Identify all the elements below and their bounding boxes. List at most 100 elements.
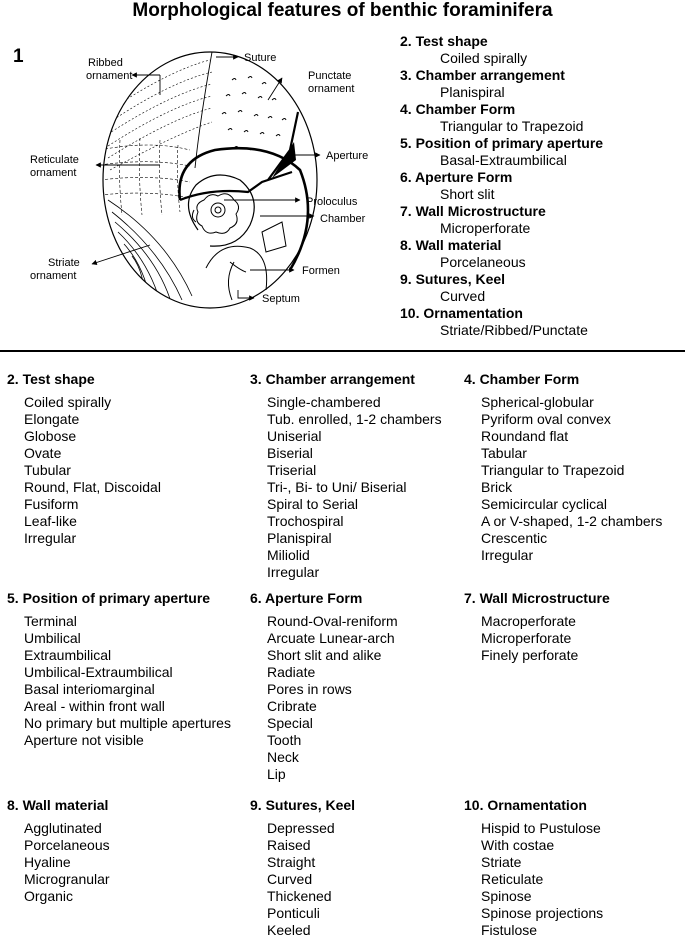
list-item: Tub. enrolled, 1-2 chambers <box>267 411 442 427</box>
category-heading: 3. Chamber arrangement <box>250 371 415 387</box>
proloculus-cluster <box>191 193 240 234</box>
last-chamber-wall <box>178 146 310 271</box>
aperture-fill <box>272 142 296 178</box>
list-item: Microgranular <box>24 871 110 887</box>
list-item: Pyriform oval convex <box>481 411 611 427</box>
list-item: Spinose <box>481 888 532 904</box>
label-formen: Formen <box>302 265 340 277</box>
label-ribbed-line1: Ribbed <box>88 57 123 69</box>
label-suture: Suture <box>244 52 276 64</box>
label-punctate-line1: Punctate <box>308 70 351 82</box>
category-heading: 7. Wall Microstructure <box>464 590 610 606</box>
list-item: Planispiral <box>267 530 332 546</box>
list-item: Spinose projections <box>481 905 604 921</box>
list-item: Aperture not visible <box>24 732 144 748</box>
chamber-tab <box>261 221 287 253</box>
list-item: Tabular <box>481 445 527 461</box>
label-striate-line2: ornament <box>30 270 76 282</box>
list-item: Semicircular cyclical <box>481 496 608 512</box>
list-item: Irregular <box>267 564 320 580</box>
list-item: No primary but multiple apertures <box>24 715 231 731</box>
category-aperture-position: 5. Position of primary aperture Terminal… <box>7 590 231 749</box>
list-item: Single-chambered <box>267 394 381 410</box>
list-item: Spiral to Serial <box>267 496 359 512</box>
septum-wall-2 <box>228 261 235 301</box>
section-divider <box>0 350 685 352</box>
list-item: Thickened <box>267 888 332 904</box>
list-item: Special <box>267 715 313 731</box>
list-item: Hyaline <box>24 854 71 870</box>
list-item: Umbilical <box>24 630 81 646</box>
list-item: Cribrate <box>267 698 317 714</box>
list-item: Basal interiomarginal <box>24 681 155 697</box>
category-heading: 2. Test shape <box>7 371 95 387</box>
ribbed-ornament-lines <box>107 59 213 171</box>
list-item: Finely perforate <box>481 647 579 663</box>
foraminifera-diagram: Ribbed ornament Suture Punctate ornament… <box>30 51 368 309</box>
list-item: Leaf-like <box>24 513 77 529</box>
chamber-suture-inner <box>179 170 293 202</box>
list-item: Agglutinated <box>24 820 102 836</box>
list-item: Ovate <box>24 445 62 461</box>
foramen-arc <box>229 261 247 273</box>
list-item: Areal - within front wall <box>24 698 165 714</box>
list-item: Miliolid <box>267 547 310 563</box>
list-item: Ponticuli <box>267 905 320 921</box>
figure-annotations <box>91 54 321 301</box>
label-chamber: Chamber <box>320 213 366 225</box>
label-septum: Septum <box>262 293 300 305</box>
category-heading: 6. Aperture Form <box>250 590 363 606</box>
category-heading: 10. Ornamentation <box>464 797 587 813</box>
list-item: Irregular <box>481 547 534 563</box>
list-item: Trochospiral <box>267 513 344 529</box>
septum-wall <box>205 245 268 291</box>
list-item: Terminal <box>24 613 77 629</box>
category-heading: 8. Wall material <box>7 797 109 813</box>
shell-outline <box>102 51 318 309</box>
list-item: Elongate <box>24 411 80 427</box>
label-reticulate-line1: Reticulate <box>30 154 79 166</box>
list-item: Straight <box>267 854 316 870</box>
list-item: Crescentic <box>481 530 548 546</box>
list-item: Uniserial <box>267 428 322 444</box>
list-item: Keeled <box>267 922 311 938</box>
list-item: Neck <box>267 749 299 765</box>
list-item: Roundand flat <box>481 428 569 444</box>
list-item: Porcelaneous <box>24 837 110 853</box>
list-item: Radiate <box>267 664 316 680</box>
inner-coil <box>187 174 255 247</box>
list-item: A or V-shaped, 1-2 chambers <box>481 513 663 529</box>
category-heading: 5. Position of primary aperture <box>7 590 211 606</box>
list-item: Depressed <box>267 820 335 836</box>
list-item: Triserial <box>267 462 317 478</box>
list-item: Round, Flat, Discoidal <box>24 479 161 495</box>
punctate-ornament-pores <box>221 76 287 151</box>
label-ribbed-line2: ornament <box>86 70 132 82</box>
list-item: Fusiform <box>24 496 79 512</box>
label-punctate-line2: ornament <box>308 83 354 95</box>
list-item: Triangular to Trapezoid <box>481 462 625 478</box>
list-item: Globose <box>24 428 77 444</box>
list-item: Tubular <box>24 462 71 478</box>
label-aperture: Aperture <box>326 150 368 162</box>
list-item: Microperforate <box>481 630 572 646</box>
